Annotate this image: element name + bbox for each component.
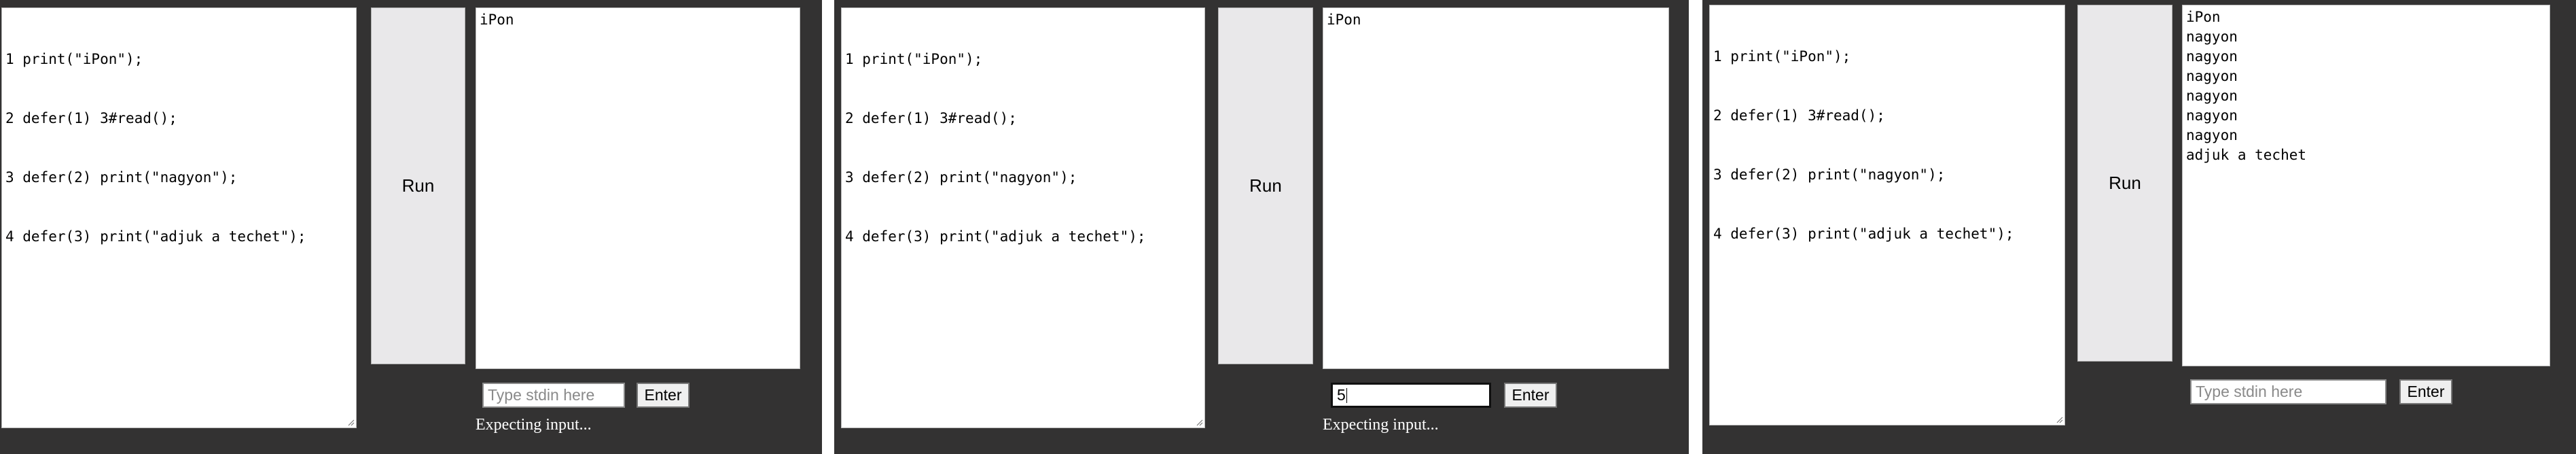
- code-line: 1 print("iPon");: [1713, 48, 1851, 65]
- enter-button[interactable]: Enter: [1504, 383, 1557, 408]
- code-line: 4 defer(3) print("adjuk a techet");: [845, 228, 1146, 245]
- run-button[interactable]: Run: [2077, 5, 2172, 362]
- code-line: 3 defer(2) print("nagyon");: [845, 169, 1077, 186]
- enter-button[interactable]: Enter: [2399, 379, 2452, 404]
- status-text: Expecting input...: [1323, 416, 1439, 434]
- text-caret: [1346, 387, 1347, 403]
- code-line: 1 print("iPon");: [845, 51, 983, 67]
- stdin-input[interactable]: Type stdin here: [482, 383, 625, 408]
- code-line: 3 defer(2) print("nagyon");: [1713, 167, 1946, 183]
- enter-button[interactable]: Enter: [637, 383, 690, 408]
- ide-panel-2: 1 print("iPon"); 2 defer(1) 3#read(); 3 …: [834, 0, 1689, 454]
- code-line: 3 defer(2) print("nagyon");: [5, 169, 238, 186]
- status-text: Expecting input...: [476, 416, 592, 434]
- output-area[interactable]: iPon: [1323, 7, 1669, 369]
- stdin-value: 5: [1337, 386, 1346, 404]
- code-line: 2 defer(1) 3#read();: [5, 110, 177, 126]
- code-editor[interactable]: 1 print("iPon"); 2 defer(1) 3#read(); 3 …: [1709, 5, 2065, 425]
- run-button[interactable]: Run: [371, 7, 465, 364]
- resize-grip-icon[interactable]: [2055, 415, 2063, 423]
- code-line: 2 defer(1) 3#read();: [1713, 107, 1885, 124]
- code-editor[interactable]: 1 print("iPon"); 2 defer(1) 3#read(); 3 …: [1, 7, 357, 428]
- ide-panel-3: 1 print("iPon"); 2 defer(1) 3#read(); 3 …: [1702, 0, 2576, 454]
- output-area[interactable]: iPon: [476, 7, 800, 369]
- run-button[interactable]: Run: [1218, 7, 1313, 364]
- code-line: 1 print("iPon");: [5, 51, 143, 67]
- stdin-input[interactable]: 5: [1331, 383, 1491, 408]
- output-area[interactable]: iPon nagyon nagyon nagyon nagyon nagyon …: [2182, 5, 2550, 366]
- code-line: 4 defer(3) print("adjuk a techet");: [1713, 226, 2014, 242]
- code-line: 2 defer(1) 3#read();: [845, 110, 1017, 126]
- ide-panel-1: 1 print("iPon"); 2 defer(1) 3#read(); 3 …: [0, 0, 822, 454]
- resize-grip-icon[interactable]: [346, 418, 355, 426]
- code-editor[interactable]: 1 print("iPon"); 2 defer(1) 3#read(); 3 …: [841, 7, 1205, 428]
- resize-grip-icon[interactable]: [1195, 418, 1203, 426]
- stdin-input[interactable]: Type stdin here: [2190, 379, 2386, 404]
- code-line: 4 defer(3) print("adjuk a techet");: [5, 228, 306, 245]
